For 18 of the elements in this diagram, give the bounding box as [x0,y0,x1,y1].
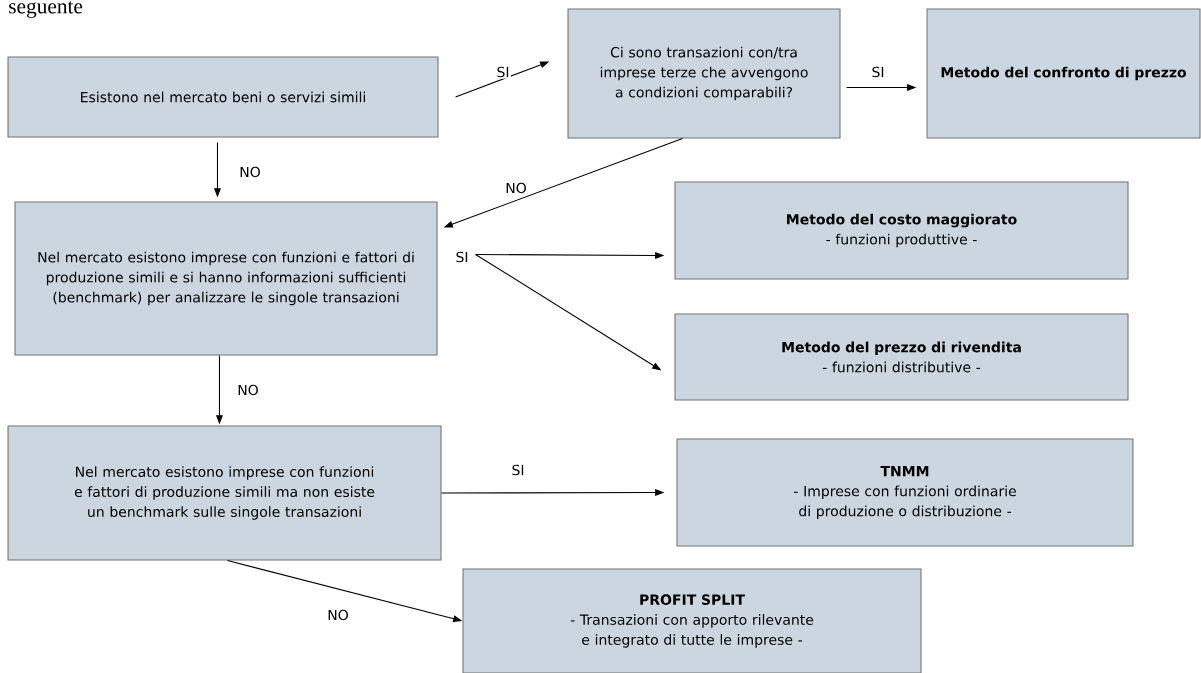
edge-label: SI [454,250,470,264]
process-box: Metodo del confronto di prezzo [926,8,1201,139]
edge-label: NO [325,608,351,622]
process-box: Metodo del prezzo di rivendita - funzioni distributive - [674,313,1129,401]
process-box: TNMM - Imprese con funzioni ordinarie di produzione o distribuzione - [676,438,1134,547]
process-box: Ci sono transazioni con/tra imprese terze che avvengono a condizioni comparabili? [567,8,841,139]
edge-label: SI [870,65,886,79]
edge-label: NO [503,181,529,195]
process-box: Nel mercato esistono imprese con funzioni e fattori di produzione simili ma non esiste un benchmark sulle singole transazioni [7,425,442,561]
process-box: Nel mercato esistono imprese con funzioni e fattori di produzione simili e si hanno informazioni sufficienti (benchmark) per analizzare le singole transazioni [14,201,438,356]
page-text: seguente [9,1,83,18]
edge-label: SI [510,463,526,477]
process-box: Metodo del costo maggiorato - funzioni produttive - [674,181,1129,280]
edge-label: NO [235,383,261,397]
process-box: Esistono nel mercato beni o servizi simili [7,56,439,138]
edge-label: NO [237,165,263,179]
edge-label: SI [495,65,511,79]
process-box: PROFIT SPLIT - Transazioni con apporto rilevante e integrato di tutte le imprese - [462,568,922,673]
